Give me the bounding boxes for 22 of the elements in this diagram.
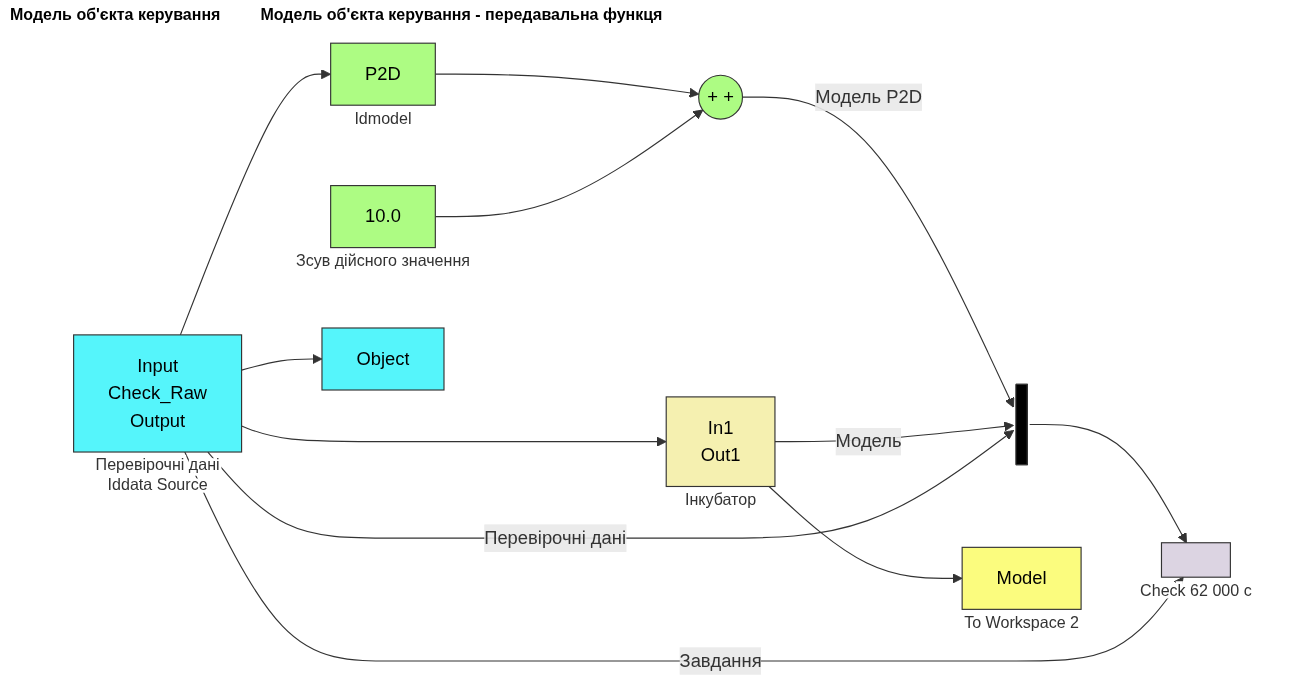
block-caption: Idmodel: [354, 108, 412, 127]
edge-label: Перевірочні дані: [484, 527, 627, 548]
node-box: Model: [961, 546, 1082, 610]
node-box: 10.0: [330, 185, 436, 249]
block-group-title: Модель об'єкта керування - передавальна функця: [260, 6, 663, 24]
edge-label: Модель: [835, 431, 902, 451]
node-box: Object: [321, 327, 445, 391]
node-box: P2D: [330, 42, 436, 106]
edge-label: Завдання: [679, 650, 762, 671]
arrow: [768, 485, 963, 584]
block-group-title: Модель об'єкта керування: [10, 6, 221, 24]
edge-label: Модель P2D: [815, 86, 922, 107]
block-caption: Зсув дійсного значення: [296, 251, 470, 269]
block-caption: To Workspace 2: [964, 612, 1080, 631]
node-box: In1 Out1: [665, 396, 776, 488]
block-caption: Інкубатор: [684, 489, 757, 508]
node-box: Input Check_Raw Output: [73, 334, 243, 453]
arrow: [1029, 423, 1187, 544]
node-box: [1160, 542, 1231, 578]
node-circle: + +: [698, 74, 744, 120]
arrow: [241, 425, 667, 447]
arrow: [184, 451, 1184, 662]
